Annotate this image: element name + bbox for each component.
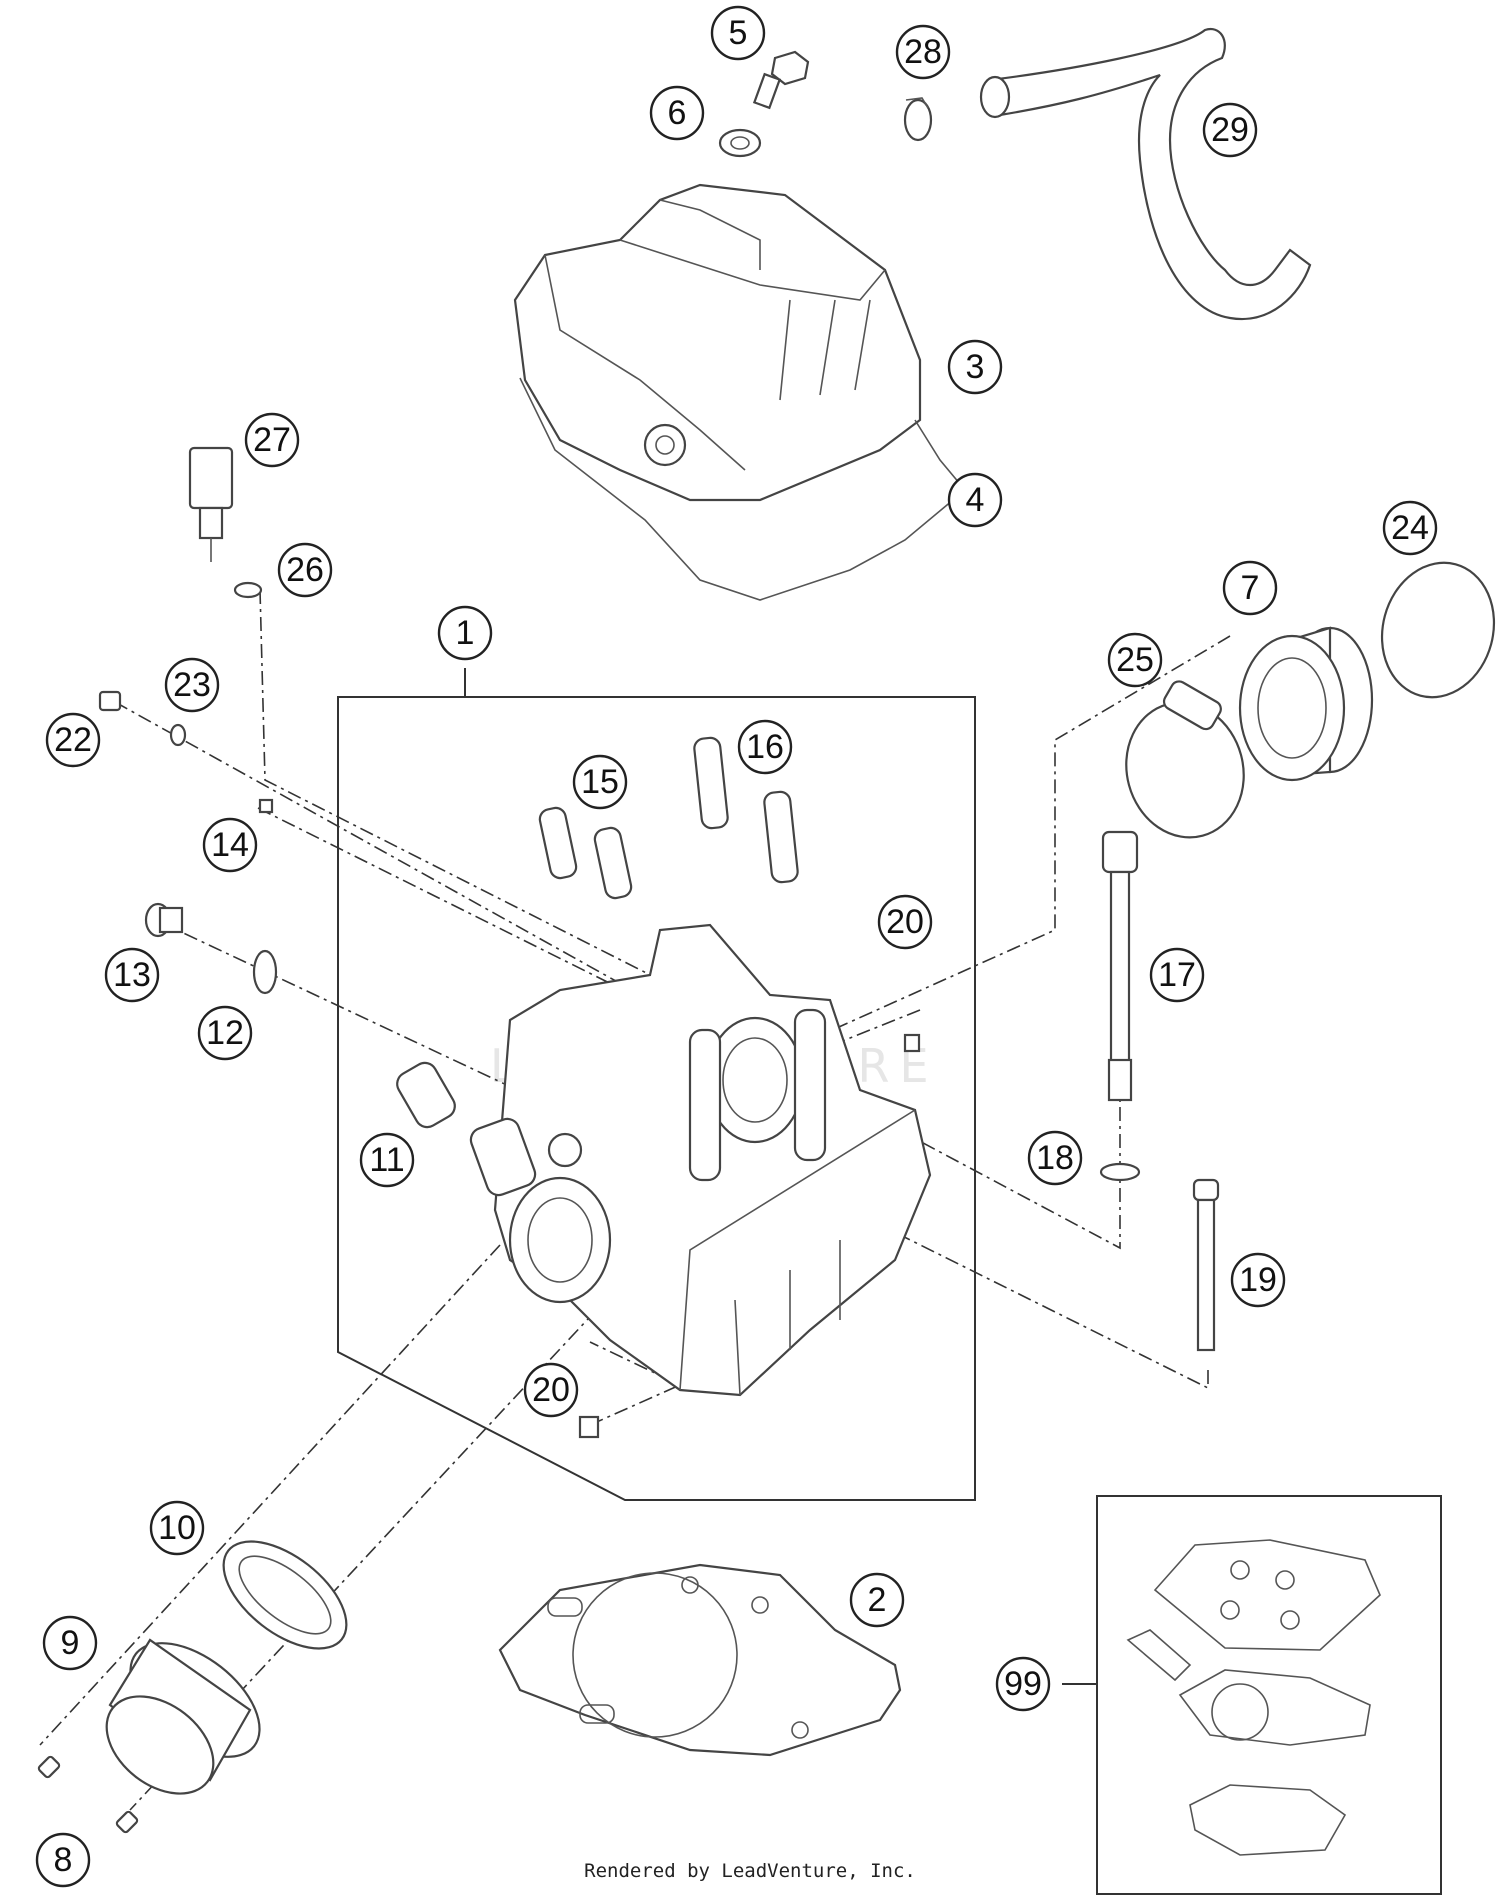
callout-label: 17 — [1158, 956, 1196, 994]
callout-29: 29 — [1202, 102, 1258, 158]
callout-label: 15 — [581, 763, 619, 801]
intake-manifold — [105, 1638, 261, 1795]
valve-cover-gasket — [519, 377, 967, 601]
small-seal-washer — [169, 723, 187, 747]
callout-label: 14 — [211, 826, 249, 864]
screw-plug — [144, 902, 184, 938]
callout-label: 22 — [54, 721, 92, 759]
valve-cover — [513, 183, 922, 502]
callout-26: 26 — [277, 542, 333, 598]
callout-label: 7 — [1241, 569, 1260, 607]
callout-18: 18 — [1027, 1130, 1083, 1186]
callout-16: 16 — [737, 719, 793, 775]
callout-label: 3 — [966, 348, 985, 386]
callout-23: 23 — [164, 657, 220, 713]
callout-label: 23 — [173, 666, 211, 704]
callout-label: 5 — [729, 14, 748, 52]
callout-label: 10 — [158, 1509, 196, 1547]
intake-gasket — [222, 1540, 348, 1650]
cylinder-head-gasket — [498, 1563, 902, 1757]
callout-27: 27 — [244, 412, 300, 468]
callout-22: 22 — [45, 712, 101, 768]
manifold-screw-right — [115, 1810, 139, 1834]
callout-20-upper: 20 — [877, 894, 933, 950]
breather-hose — [979, 27, 1312, 321]
callout-5: 5 — [710, 5, 766, 61]
callout-label: 1 — [456, 614, 475, 652]
callout-label: 20 — [532, 1371, 570, 1409]
cylinder-head-assembly-frame — [337, 696, 976, 1501]
dowel-sleeve — [396, 1061, 456, 1129]
threaded-plug-upper — [903, 1033, 921, 1053]
bolt-seal-washer — [718, 128, 762, 158]
cylinder-head-bolt-long — [1101, 830, 1139, 1102]
callout-9: 9 — [42, 1615, 98, 1671]
cover-bolt — [752, 50, 810, 110]
callout-label: 6 — [668, 94, 687, 132]
callout-label: 29 — [1211, 111, 1249, 149]
small-plug — [258, 798, 274, 814]
callout-label: 26 — [286, 551, 324, 589]
bolt-washer — [1099, 1162, 1141, 1182]
gasket-set-contents — [1126, 1539, 1381, 1856]
callout-label: 8 — [54, 1841, 73, 1879]
callout-label: 99 — [1004, 1665, 1042, 1703]
intake-flange — [1238, 626, 1374, 782]
callout-4: 4 — [947, 472, 1003, 528]
callout-label: 27 — [253, 421, 291, 459]
rendered-by-credit: Rendered by LeadVenture, Inc. — [584, 1860, 916, 1882]
callout-label: 11 — [369, 1141, 404, 1179]
callout-label: 25 — [1116, 641, 1154, 679]
callout-label: 9 — [61, 1624, 80, 1662]
callout-label: 13 — [113, 956, 151, 994]
callout-6: 6 — [649, 85, 705, 141]
callout-label: 28 — [904, 33, 942, 71]
callout-11: 11 — [359, 1132, 415, 1188]
callout-14: 14 — [202, 817, 258, 873]
threaded-plug-lower — [578, 1415, 600, 1439]
callout-8: 8 — [35, 1832, 91, 1888]
sensor-seal-ring — [233, 581, 263, 599]
callout-28: 28 — [895, 24, 951, 80]
callout-10: 10 — [149, 1500, 205, 1556]
callout-25: 25 — [1107, 632, 1163, 688]
plug-seal-ring — [252, 949, 278, 995]
callout-2: 2 — [849, 1572, 905, 1628]
callout-3: 3 — [947, 339, 1003, 395]
callout-15: 15 — [572, 754, 628, 810]
callout-19: 19 — [1230, 1252, 1286, 1308]
callout-label: 2 — [868, 1581, 887, 1619]
cylinder-head — [469, 923, 932, 1397]
callout-label: 20 — [886, 903, 924, 941]
callout-7: 7 — [1222, 560, 1278, 616]
callout-13: 13 — [104, 947, 160, 1003]
callouts: 1 2 3 4 5 6 7 8 9 10 11 12 13 14 15 16 1… — [35, 5, 1438, 1888]
temperature-sensor — [188, 446, 234, 562]
hose-clamp — [903, 97, 933, 142]
callout-label: 18 — [1036, 1139, 1074, 1177]
manifold-screw-left — [37, 1755, 61, 1779]
callout-label: 19 — [1239, 1261, 1277, 1299]
callout-17: 17 — [1149, 947, 1205, 1003]
callout-label: 16 — [746, 728, 784, 766]
cylinder-head-bolt-short — [1192, 1178, 1220, 1352]
intake-valve-guides — [538, 806, 633, 900]
callout-label: 12 — [206, 1014, 244, 1052]
callout-label: 4 — [966, 481, 985, 519]
callout-99: 99 — [995, 1656, 1051, 1712]
screw-plug-small — [98, 690, 122, 712]
intake-hose-clamp-outer — [1380, 561, 1496, 699]
gasket-kit-frame — [1096, 1495, 1442, 1895]
callout-12: 12 — [197, 1005, 253, 1061]
callout-20-lower: 20 — [523, 1362, 579, 1418]
callout-24: 24 — [1382, 500, 1438, 556]
callout-1: 1 — [437, 605, 493, 661]
intake-hose-clamp-inner — [1125, 680, 1245, 839]
callout-label: 24 — [1391, 509, 1429, 547]
exhaust-valve-guides — [693, 736, 799, 884]
